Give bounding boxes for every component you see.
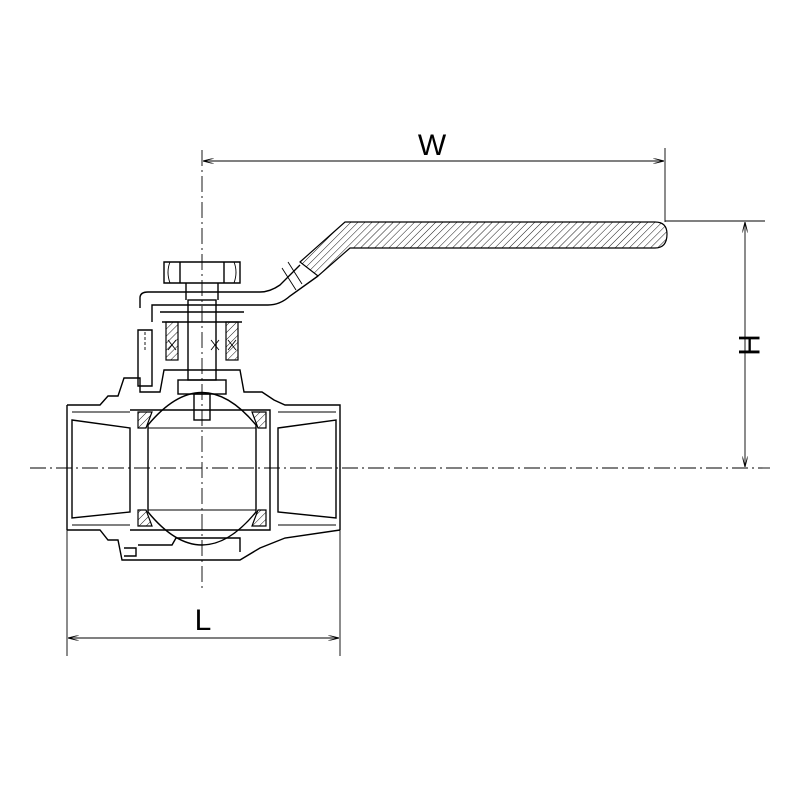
seat-upper-right: [251, 411, 267, 429]
ball-outline: [147, 391, 257, 546]
body-bottom: [124, 537, 241, 557]
ball: [147, 391, 257, 546]
stop-pin: [137, 329, 153, 387]
packing-right: [225, 321, 239, 361]
body-outline-upper: [66, 369, 341, 530]
w-label: W: [418, 129, 447, 162]
stem-tang: [193, 393, 211, 421]
stem-nut: [163, 261, 241, 300]
lever-handle: [139, 221, 668, 322]
valve-body: [66, 369, 341, 561]
right-port: [277, 419, 337, 519]
body-cavity: [130, 409, 271, 531]
lever-break-mark-2: [287, 261, 303, 285]
lever-section: [299, 221, 668, 277]
lever-arm-lower: [151, 275, 319, 322]
lever-break-mark-1: [281, 267, 297, 291]
seat-lower-right: [251, 509, 267, 527]
dimension-w: W: [203, 129, 666, 222]
body-outline-lower: [67, 529, 341, 561]
dimension-l: L: [66, 530, 341, 656]
seat-lower-left: [137, 509, 153, 527]
stem-assembly: [160, 299, 244, 421]
packing-left: [165, 321, 179, 361]
h-label: H: [732, 334, 765, 356]
nut-outline: [163, 261, 241, 284]
seats: [137, 411, 267, 527]
l-label: L: [195, 604, 212, 637]
seat-upper-left: [137, 411, 153, 429]
left-port: [71, 419, 131, 519]
dimension-h: H: [665, 220, 765, 467]
lever-arm-upper: [139, 264, 301, 308]
